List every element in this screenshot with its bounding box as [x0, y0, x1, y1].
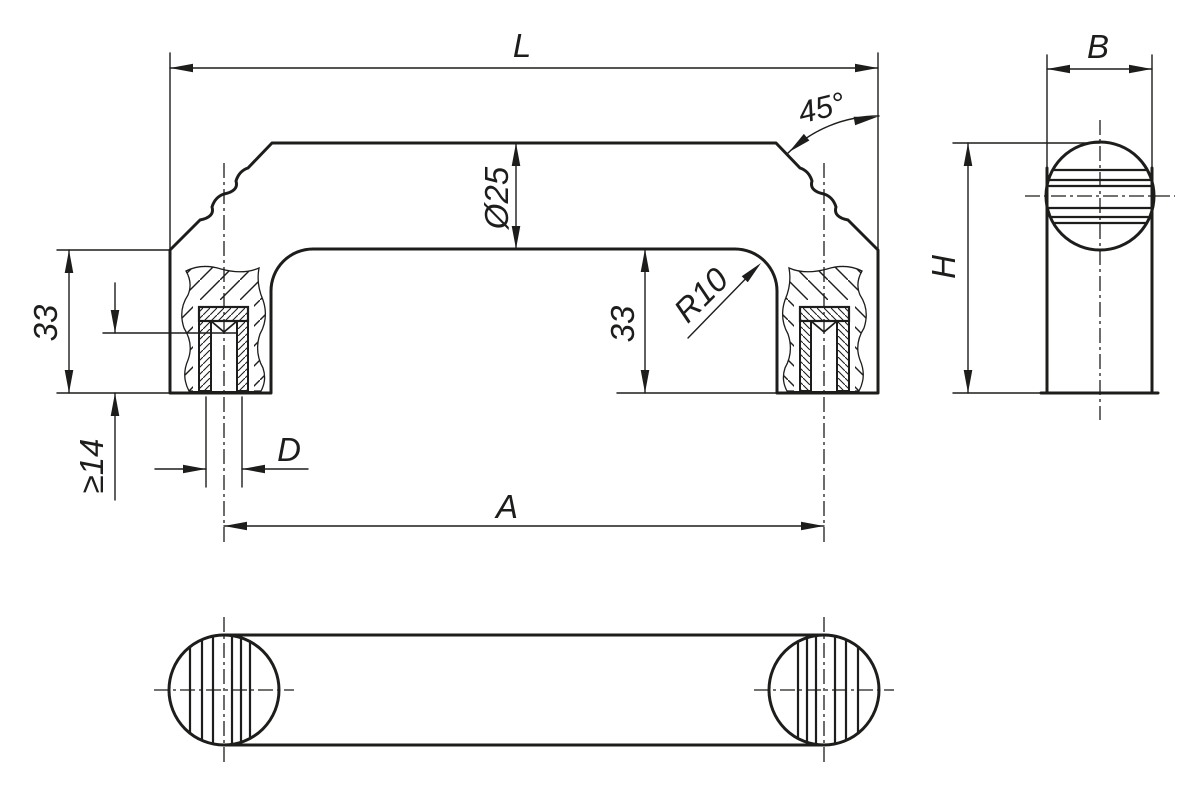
dimension-corner-radius: R10: [666, 260, 765, 339]
dim-label-33-left: 33: [27, 304, 64, 341]
dim-label-L: L: [513, 27, 531, 64]
bottom-centerlines: [154, 617, 894, 763]
dimension-leg-height-left: 33: [27, 249, 171, 394]
bottom-body-lines: [222, 633, 826, 747]
dim-label-D: D: [277, 431, 301, 468]
dimension-grip-diameter: Ø25: [478, 142, 521, 250]
dim-label-ge14: ≥14: [73, 439, 110, 494]
dim-label-B: B: [1087, 28, 1109, 65]
dimension-hole-spacing: A: [223, 488, 825, 531]
dim-label-33-right: 33: [604, 305, 641, 342]
side-view: B H: [925, 28, 1175, 420]
handle-outline: [168, 141, 880, 395]
front-view: L 45° Ø25 R10 33: [27, 27, 880, 543]
dim-label-r10: R10: [666, 260, 735, 329]
dim-label-A: A: [494, 488, 518, 525]
dim-label-45deg: 45°: [794, 85, 848, 130]
dimension-min-thread-depth: ≥14: [73, 282, 238, 501]
dimension-leg-height-right: 33: [604, 248, 778, 394]
bottom-view: [154, 617, 894, 763]
dim-label-H: H: [925, 255, 962, 279]
dimension-thread-diameter: D: [154, 396, 309, 488]
dimension-overall-height: H: [925, 142, 1101, 394]
dimension-handle-width: B: [1046, 28, 1153, 74]
dimension-overall-length: L: [169, 27, 879, 251]
dimension-chamfer-angle: 45°: [786, 85, 880, 156]
dim-label-d25: Ø25: [478, 166, 515, 230]
